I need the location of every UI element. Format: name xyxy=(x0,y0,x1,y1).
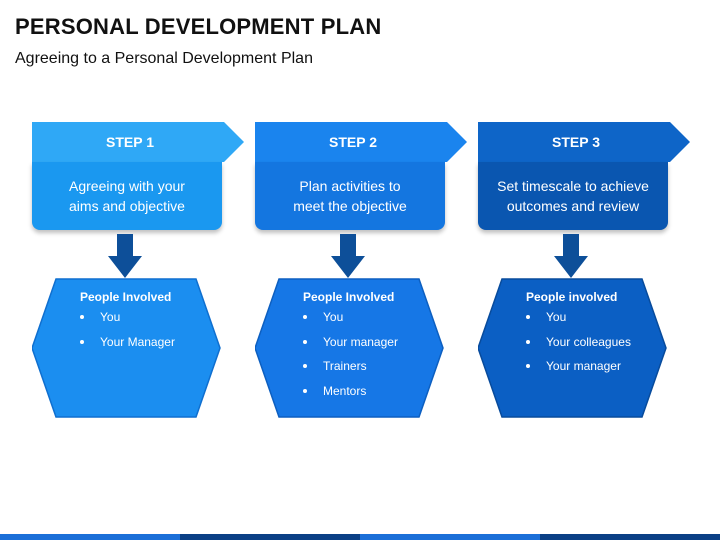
step-1-header: STEP 1 xyxy=(32,122,244,162)
step-3-people-list: You Your colleagues Your manager xyxy=(526,310,686,384)
footer-segment xyxy=(0,534,180,540)
step-1-label: STEP 1 xyxy=(106,134,154,150)
step-1-header-shape xyxy=(32,122,244,162)
page-title: PERSONAL DEVELOPMENT PLAN xyxy=(15,14,382,39)
list-item: Your manager xyxy=(526,359,686,384)
step-3-description: Set timescale to achieve outcomes and re… xyxy=(478,162,668,230)
down-arrow-icon xyxy=(331,234,365,278)
step-1-people-title: People Involved xyxy=(80,290,172,304)
step-1-people-list: You Your Manager xyxy=(80,310,240,359)
step-3-people-title: People involved xyxy=(526,290,618,304)
step-2-hexagon xyxy=(255,278,444,418)
down-arrow-icon xyxy=(554,234,588,278)
footer-segment xyxy=(540,534,720,540)
step-1-desc-line-1: Agreeing with your xyxy=(69,178,185,194)
step-3-hexagon xyxy=(478,278,667,418)
list-item: Trainers xyxy=(303,359,463,384)
step-2-description: Plan activities to meet the objective xyxy=(255,162,445,230)
step-2-people-list: You Your manager Trainers Mentors xyxy=(303,310,463,408)
step-1-hexagon xyxy=(32,278,221,418)
step-1-desc-line-2: aims and objective xyxy=(69,198,185,214)
step-3-label: STEP 3 xyxy=(552,134,600,150)
step-column-1: STEP 1 Agreeing with your aims and objec… xyxy=(32,122,244,422)
list-item: You xyxy=(526,310,686,335)
step-2-header-shape xyxy=(255,122,467,162)
list-item: Your colleagues xyxy=(526,335,686,360)
step-3-desc-line-1: Set timescale to achieve xyxy=(497,178,649,194)
step-column-3: STEP 3 Set timescale to achieve outcomes… xyxy=(478,122,690,422)
step-2-header: STEP 2 xyxy=(255,122,467,162)
step-2-desc-line-1: Plan activities to xyxy=(299,178,401,194)
footer-bar xyxy=(0,534,720,540)
list-item: Your manager xyxy=(303,335,463,360)
step-2-label: STEP 2 xyxy=(329,134,377,150)
list-item: You xyxy=(80,310,240,335)
footer-segment xyxy=(360,534,540,540)
footer-segment xyxy=(180,534,360,540)
list-item: You xyxy=(303,310,463,335)
step-3-header-shape xyxy=(478,122,690,162)
step-1-description: Agreeing with your aims and objective xyxy=(32,162,222,230)
step-3-header: STEP 3 xyxy=(478,122,690,162)
list-item: Mentors xyxy=(303,384,463,409)
list-item: Your Manager xyxy=(80,335,240,360)
step-2-people-title: People Involved xyxy=(303,290,395,304)
page-subtitle: Agreeing to a Personal Development Plan xyxy=(15,50,313,67)
down-arrow-icon xyxy=(108,234,142,278)
step-3-desc-line-2: outcomes and review xyxy=(506,198,640,214)
step-2-desc-line-2: meet the objective xyxy=(293,198,407,214)
step-column-2: STEP 2 Plan activities to meet the objec… xyxy=(255,122,467,422)
